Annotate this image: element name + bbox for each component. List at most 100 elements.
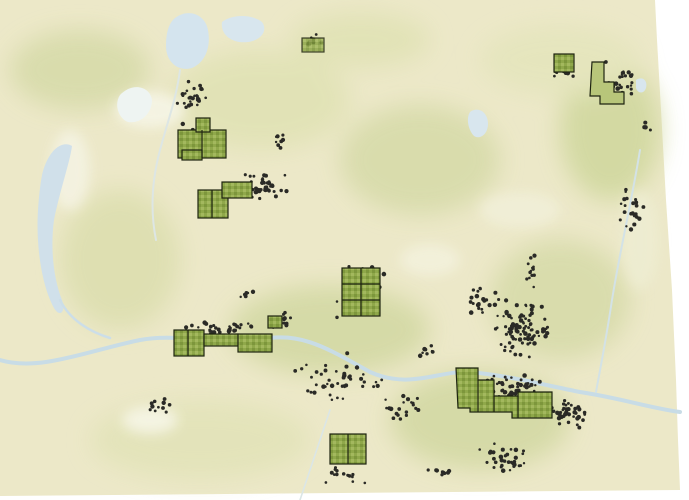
- well-marker[interactable]: [411, 403, 415, 407]
- well-marker[interactable]: [478, 448, 482, 451]
- well-marker[interactable]: [509, 448, 513, 451]
- well-marker[interactable]: [324, 363, 328, 368]
- well-marker[interactable]: [182, 101, 186, 105]
- well-marker[interactable]: [351, 480, 355, 483]
- well-marker[interactable]: [374, 380, 378, 384]
- well-marker[interactable]: [510, 376, 513, 379]
- well-marker[interactable]: [528, 276, 531, 280]
- well-marker[interactable]: [323, 368, 328, 373]
- well-marker[interactable]: [534, 383, 537, 387]
- lease-parcel[interactable]: [553, 53, 575, 73]
- well-marker[interactable]: [576, 414, 581, 420]
- well-marker[interactable]: [363, 481, 367, 485]
- well-marker[interactable]: [314, 383, 318, 387]
- well-marker[interactable]: [228, 325, 231, 328]
- well-marker[interactable]: [266, 181, 272, 186]
- well-marker[interactable]: [503, 375, 507, 379]
- well-marker[interactable]: [275, 134, 280, 139]
- well-marker[interactable]: [314, 33, 318, 36]
- well-marker[interactable]: [513, 352, 518, 357]
- well-marker[interactable]: [518, 382, 521, 386]
- well-marker[interactable]: [518, 352, 523, 357]
- well-marker[interactable]: [508, 329, 514, 335]
- well-marker[interactable]: [615, 86, 620, 91]
- well-marker[interactable]: [246, 291, 250, 295]
- well-marker[interactable]: [385, 406, 388, 410]
- well-marker[interactable]: [328, 393, 332, 397]
- well-marker[interactable]: [227, 327, 232, 333]
- well-marker[interactable]: [148, 408, 152, 412]
- well-marker[interactable]: [235, 324, 240, 329]
- well-marker[interactable]: [613, 81, 619, 86]
- well-marker[interactable]: [500, 447, 505, 452]
- well-marker[interactable]: [288, 316, 293, 320]
- well-marker[interactable]: [566, 420, 571, 425]
- well-marker[interactable]: [476, 289, 480, 293]
- well-marker[interactable]: [372, 385, 376, 389]
- well-marker[interactable]: [502, 389, 508, 395]
- well-marker[interactable]: [619, 202, 623, 205]
- well-marker[interactable]: [551, 409, 556, 413]
- well-marker[interactable]: [508, 468, 512, 472]
- well-marker[interactable]: [161, 406, 165, 410]
- well-marker[interactable]: [573, 406, 578, 411]
- well-marker[interactable]: [481, 311, 484, 314]
- well-marker[interactable]: [336, 382, 340, 385]
- well-marker[interactable]: [569, 403, 573, 407]
- well-marker[interactable]: [249, 324, 253, 329]
- well-marker[interactable]: [329, 383, 335, 389]
- well-marker[interactable]: [557, 422, 562, 426]
- well-marker[interactable]: [477, 306, 481, 310]
- well-marker[interactable]: [397, 407, 402, 411]
- well-marker[interactable]: [637, 216, 642, 221]
- well-marker[interactable]: [197, 326, 200, 329]
- well-marker[interactable]: [276, 143, 281, 148]
- well-marker[interactable]: [335, 300, 339, 303]
- well-marker[interactable]: [499, 458, 504, 463]
- well-marker[interactable]: [354, 365, 360, 370]
- well-marker[interactable]: [189, 100, 192, 103]
- well-marker[interactable]: [648, 128, 652, 132]
- well-marker[interactable]: [604, 60, 608, 64]
- well-marker[interactable]: [618, 75, 622, 79]
- well-marker[interactable]: [499, 343, 503, 346]
- well-marker[interactable]: [629, 87, 633, 91]
- well-marker[interactable]: [341, 472, 346, 476]
- well-marker[interactable]: [497, 297, 501, 302]
- well-marker[interactable]: [513, 455, 518, 460]
- well-marker[interactable]: [641, 205, 646, 209]
- well-marker[interactable]: [562, 398, 567, 403]
- well-marker[interactable]: [416, 407, 421, 413]
- well-marker[interactable]: [524, 337, 528, 341]
- well-marker[interactable]: [429, 344, 434, 348]
- well-marker[interactable]: [264, 173, 268, 178]
- well-marker[interactable]: [362, 373, 365, 376]
- well-marker[interactable]: [216, 327, 221, 332]
- well-marker[interactable]: [529, 307, 534, 312]
- well-marker[interactable]: [243, 173, 247, 177]
- well-marker[interactable]: [162, 397, 167, 401]
- well-marker[interactable]: [468, 300, 473, 304]
- well-marker[interactable]: [153, 409, 157, 413]
- well-marker[interactable]: [283, 173, 287, 177]
- well-marker[interactable]: [537, 334, 541, 338]
- well-marker[interactable]: [341, 397, 345, 401]
- well-marker[interactable]: [526, 262, 530, 266]
- well-marker[interactable]: [504, 298, 509, 303]
- well-marker[interactable]: [281, 133, 285, 137]
- lease-parcel[interactable]: [221, 181, 253, 199]
- well-marker[interactable]: [305, 363, 308, 367]
- well-marker[interactable]: [232, 322, 236, 326]
- well-marker[interactable]: [500, 382, 505, 387]
- well-marker[interactable]: [629, 84, 633, 87]
- well-marker[interactable]: [441, 470, 446, 475]
- well-marker[interactable]: [513, 447, 519, 453]
- well-marker[interactable]: [532, 285, 535, 289]
- well-marker[interactable]: [280, 137, 286, 142]
- well-marker[interactable]: [238, 326, 242, 330]
- well-marker[interactable]: [527, 333, 532, 337]
- well-marker[interactable]: [185, 89, 189, 93]
- well-marker[interactable]: [571, 74, 575, 78]
